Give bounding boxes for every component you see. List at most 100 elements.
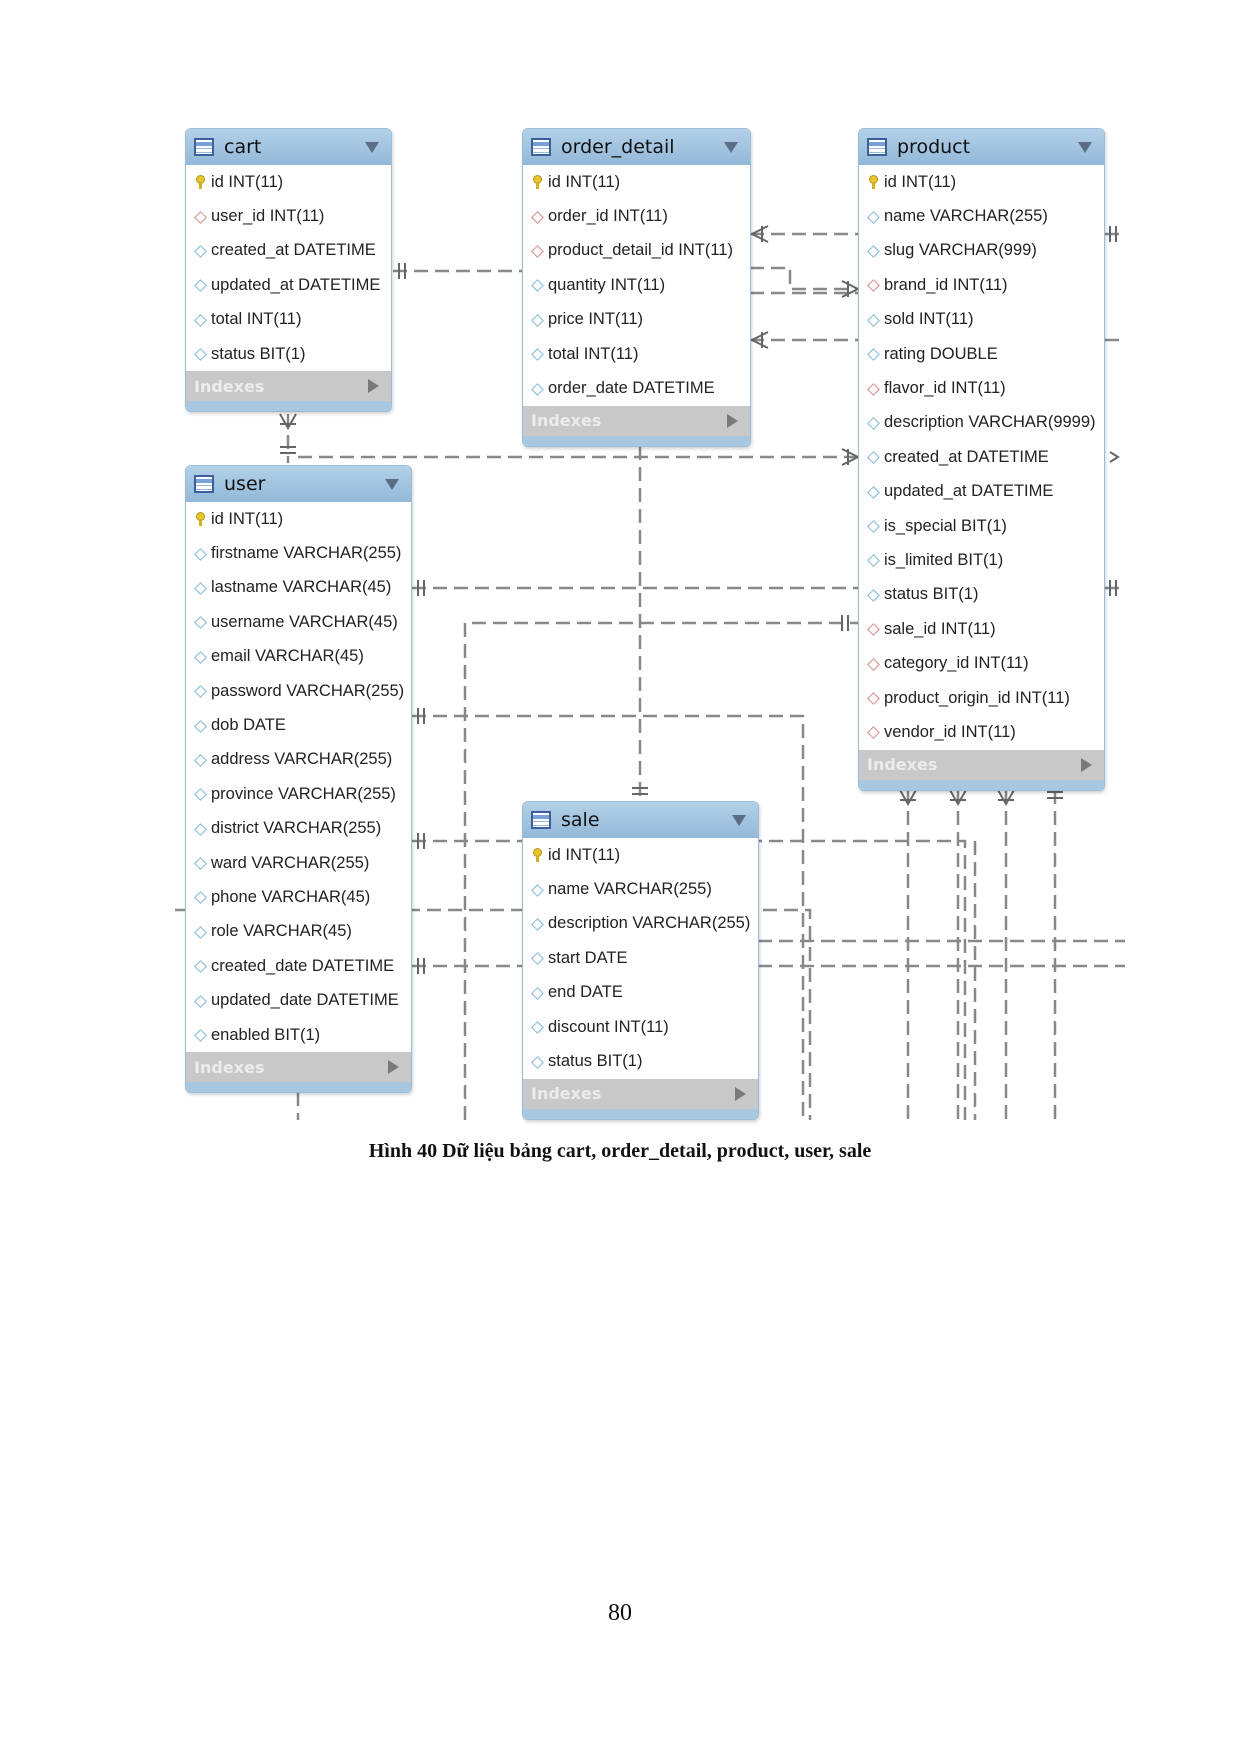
- expand-arrow-icon[interactable]: [368, 379, 379, 394]
- indexes-section[interactable]: Indexes: [523, 405, 750, 436]
- column-label: order_date DATETIME: [548, 379, 715, 398]
- column-row[interactable]: is_special BIT(1): [859, 509, 1104, 543]
- column-row[interactable]: total INT(11): [523, 337, 750, 371]
- column-row[interactable]: vendor_id INT(11): [859, 715, 1104, 749]
- column-row[interactable]: flavor_id INT(11): [859, 371, 1104, 405]
- entity-order-detail[interactable]: order_detail id INT(11)order_id INT(11)p…: [522, 128, 751, 447]
- column-row[interactable]: order_id INT(11): [523, 199, 750, 233]
- column-row[interactable]: sale_id INT(11): [859, 612, 1104, 646]
- collapse-arrow-icon[interactable]: [385, 478, 399, 490]
- column-diamond-icon: [867, 553, 879, 567]
- expand-arrow-icon[interactable]: [727, 413, 738, 428]
- column-row[interactable]: rating DOUBLE: [859, 337, 1104, 371]
- entity-user[interactable]: user id INT(11)firstname VARCHAR(255)las…: [185, 465, 412, 1094]
- column-row[interactable]: status BIT(1): [186, 337, 391, 371]
- column-row[interactable]: description VARCHAR(255): [523, 907, 758, 941]
- column-row[interactable]: province VARCHAR(255): [186, 777, 411, 811]
- column-diamond-icon: [867, 450, 879, 464]
- marker-product-right-1: [1109, 226, 1117, 242]
- marker-user-right-4: [417, 958, 425, 974]
- column-row[interactable]: name VARCHAR(255): [859, 199, 1104, 233]
- entity-header[interactable]: product: [859, 129, 1104, 165]
- column-row[interactable]: price INT(11): [523, 303, 750, 337]
- expand-arrow-icon[interactable]: [735, 1086, 746, 1101]
- column-row[interactable]: status BIT(1): [859, 578, 1104, 612]
- column-row[interactable]: sold INT(11): [859, 303, 1104, 337]
- column-row[interactable]: brand_id INT(11): [859, 268, 1104, 302]
- expand-arrow-icon[interactable]: [388, 1060, 399, 1075]
- column-row[interactable]: password VARCHAR(255): [186, 674, 411, 708]
- column-diamond-icon: [531, 1055, 543, 1069]
- column-row[interactable]: id INT(11): [186, 502, 411, 536]
- entity-product[interactable]: product id INT(11)name VARCHAR(255)slug …: [858, 128, 1105, 791]
- indexes-section[interactable]: Indexes: [859, 749, 1104, 780]
- column-row[interactable]: ward VARCHAR(255): [186, 846, 411, 880]
- column-row[interactable]: is_limited BIT(1): [859, 543, 1104, 577]
- column-row[interactable]: id INT(11): [523, 838, 758, 872]
- collapse-arrow-icon[interactable]: [1078, 141, 1092, 153]
- column-row[interactable]: firstname VARCHAR(255): [186, 536, 411, 570]
- column-row[interactable]: slug VARCHAR(999): [859, 234, 1104, 268]
- column-row[interactable]: updated_at DATETIME: [859, 475, 1104, 509]
- column-row[interactable]: status BIT(1): [523, 1044, 758, 1078]
- entity-footer: [523, 435, 750, 446]
- column-row[interactable]: description VARCHAR(9999): [859, 406, 1104, 440]
- indexes-section[interactable]: Indexes: [186, 371, 391, 402]
- column-row[interactable]: district VARCHAR(255): [186, 812, 411, 846]
- column-row[interactable]: email VARCHAR(45): [186, 640, 411, 674]
- marker-product-right-3: [1109, 580, 1117, 596]
- column-diamond-icon: [531, 951, 543, 965]
- column-row[interactable]: id INT(11): [859, 165, 1104, 199]
- collapse-arrow-icon[interactable]: [724, 141, 738, 153]
- column-row[interactable]: updated_at DATETIME: [186, 268, 391, 302]
- collapse-arrow-icon[interactable]: [365, 141, 379, 153]
- column-row[interactable]: enabled BIT(1): [186, 1018, 411, 1052]
- column-row[interactable]: category_id INT(11): [859, 646, 1104, 680]
- indexes-section[interactable]: Indexes: [523, 1078, 758, 1109]
- column-diamond-icon: [867, 244, 879, 258]
- column-row[interactable]: quantity INT(11): [523, 268, 750, 302]
- column-row[interactable]: lastname VARCHAR(45): [186, 571, 411, 605]
- entity-cart[interactable]: cart id INT(11)user_id INT(11)created_at…: [185, 128, 392, 413]
- column-label: description VARCHAR(9999): [884, 413, 1096, 432]
- marker-user-right-lastname: [417, 580, 425, 596]
- column-row[interactable]: name VARCHAR(255): [523, 872, 758, 906]
- entity-header[interactable]: user: [186, 466, 411, 502]
- column-row[interactable]: username VARCHAR(45): [186, 605, 411, 639]
- column-row[interactable]: user_id INT(11): [186, 199, 391, 233]
- column-row[interactable]: role VARCHAR(45): [186, 915, 411, 949]
- column-label: enabled BIT(1): [211, 1025, 321, 1044]
- column-row[interactable]: created_date DATETIME: [186, 949, 411, 983]
- column-label: email VARCHAR(45): [211, 647, 364, 666]
- foreign-key-icon: [867, 382, 879, 396]
- entity-header[interactable]: sale: [523, 802, 758, 838]
- column-row[interactable]: updated_date DATETIME: [186, 983, 411, 1017]
- column-row[interactable]: start DATE: [523, 941, 758, 975]
- foreign-key-icon: [867, 278, 879, 292]
- column-row[interactable]: order_date DATETIME: [523, 371, 750, 405]
- column-row[interactable]: end DATE: [523, 976, 758, 1010]
- column-row[interactable]: product_detail_id INT(11): [523, 234, 750, 268]
- column-row[interactable]: dob DATE: [186, 708, 411, 742]
- column-row[interactable]: id INT(11): [523, 165, 750, 199]
- column-list: id INT(11)firstname VARCHAR(255)lastname…: [186, 502, 411, 1052]
- entity-header[interactable]: order_detail: [523, 129, 750, 165]
- column-row[interactable]: discount INT(11): [523, 1010, 758, 1044]
- column-row[interactable]: created_at DATETIME: [859, 440, 1104, 474]
- indexes-section[interactable]: Indexes: [186, 1052, 411, 1083]
- column-row[interactable]: product_origin_id INT(11): [859, 681, 1104, 715]
- column-label: total INT(11): [211, 310, 302, 329]
- indexes-label: Indexes: [531, 1084, 602, 1104]
- column-row[interactable]: id INT(11): [186, 165, 391, 199]
- expand-arrow-icon[interactable]: [1081, 757, 1092, 772]
- table-icon: [194, 138, 214, 156]
- column-row[interactable]: phone VARCHAR(45): [186, 880, 411, 914]
- entity-sale[interactable]: sale id INT(11)name VARCHAR(255)descript…: [522, 801, 759, 1120]
- collapse-arrow-icon[interactable]: [732, 814, 746, 826]
- column-label: rating DOUBLE: [884, 344, 998, 363]
- column-row[interactable]: address VARCHAR(255): [186, 743, 411, 777]
- column-row[interactable]: total INT(11): [186, 303, 391, 337]
- column-row[interactable]: created_at DATETIME: [186, 234, 391, 268]
- entity-header[interactable]: cart: [186, 129, 391, 165]
- marker-product-bottom-1: [899, 789, 917, 807]
